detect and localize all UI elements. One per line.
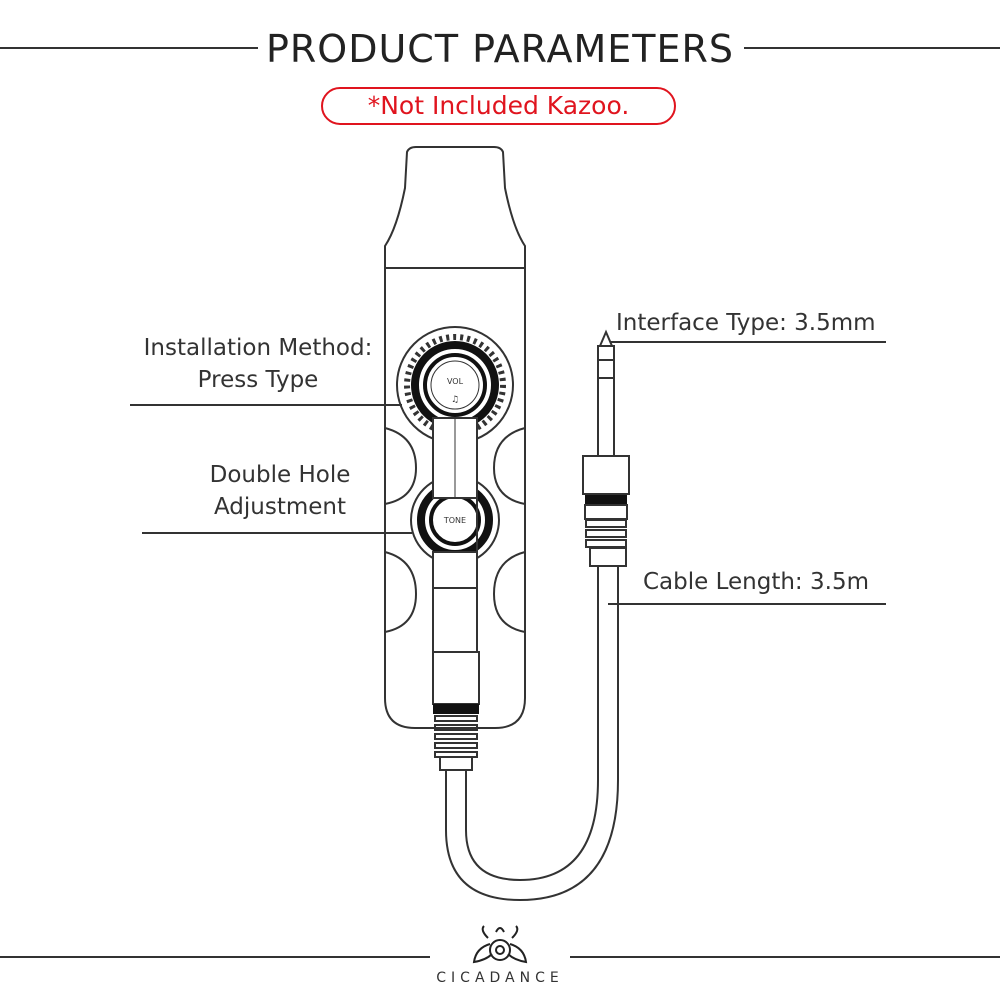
volume-knob-label: VOL <box>447 377 464 386</box>
cutout-left-upper <box>384 427 418 505</box>
title-rule-right <box>744 47 1000 49</box>
double-hole-line2: Adjustment <box>213 494 347 520</box>
interface-type-label: Interface Type: 3.5mm <box>616 310 876 336</box>
double-hole-leader <box>142 532 412 534</box>
volume-knob: VOL ♫ <box>396 326 514 444</box>
cable-length-label: Cable Length: 3.5m <box>643 569 869 595</box>
bottom-jack <box>432 651 480 771</box>
installation-method-line1: Installation Method: <box>143 335 373 361</box>
footer-rule-right <box>570 956 1000 958</box>
installation-method-label: Installation Method: Press Type <box>128 332 388 396</box>
interface-type-leader <box>610 341 886 343</box>
brand-name: CICADANCE <box>436 970 564 986</box>
double-hole-label: Double Hole Adjustment <box>150 459 410 523</box>
double-hole-line1: Double Hole <box>209 462 351 488</box>
page-title: PRODUCT PARAMETERS <box>265 27 734 71</box>
cutout-right-upper <box>492 427 526 505</box>
cable <box>445 565 619 902</box>
installation-method-leader <box>130 404 402 406</box>
cutout-left-lower <box>384 551 418 633</box>
not-included-notice: *Not Included Kazoo. <box>321 87 676 125</box>
cicadance-logo-icon <box>472 925 528 964</box>
pickup-top-cap <box>384 146 526 269</box>
title-rule-left <box>0 47 258 49</box>
audio-plug <box>582 329 630 567</box>
press-clip <box>432 417 478 653</box>
svg-text:♫: ♫ <box>451 395 459 405</box>
pickup-body <box>384 267 526 729</box>
cable-length-leader <box>608 603 886 605</box>
cutout-right-lower <box>492 551 526 633</box>
footer-rule-left <box>0 956 430 958</box>
tone-knob-label: TONE <box>443 516 466 525</box>
installation-method-line2: Press Type <box>197 367 319 393</box>
